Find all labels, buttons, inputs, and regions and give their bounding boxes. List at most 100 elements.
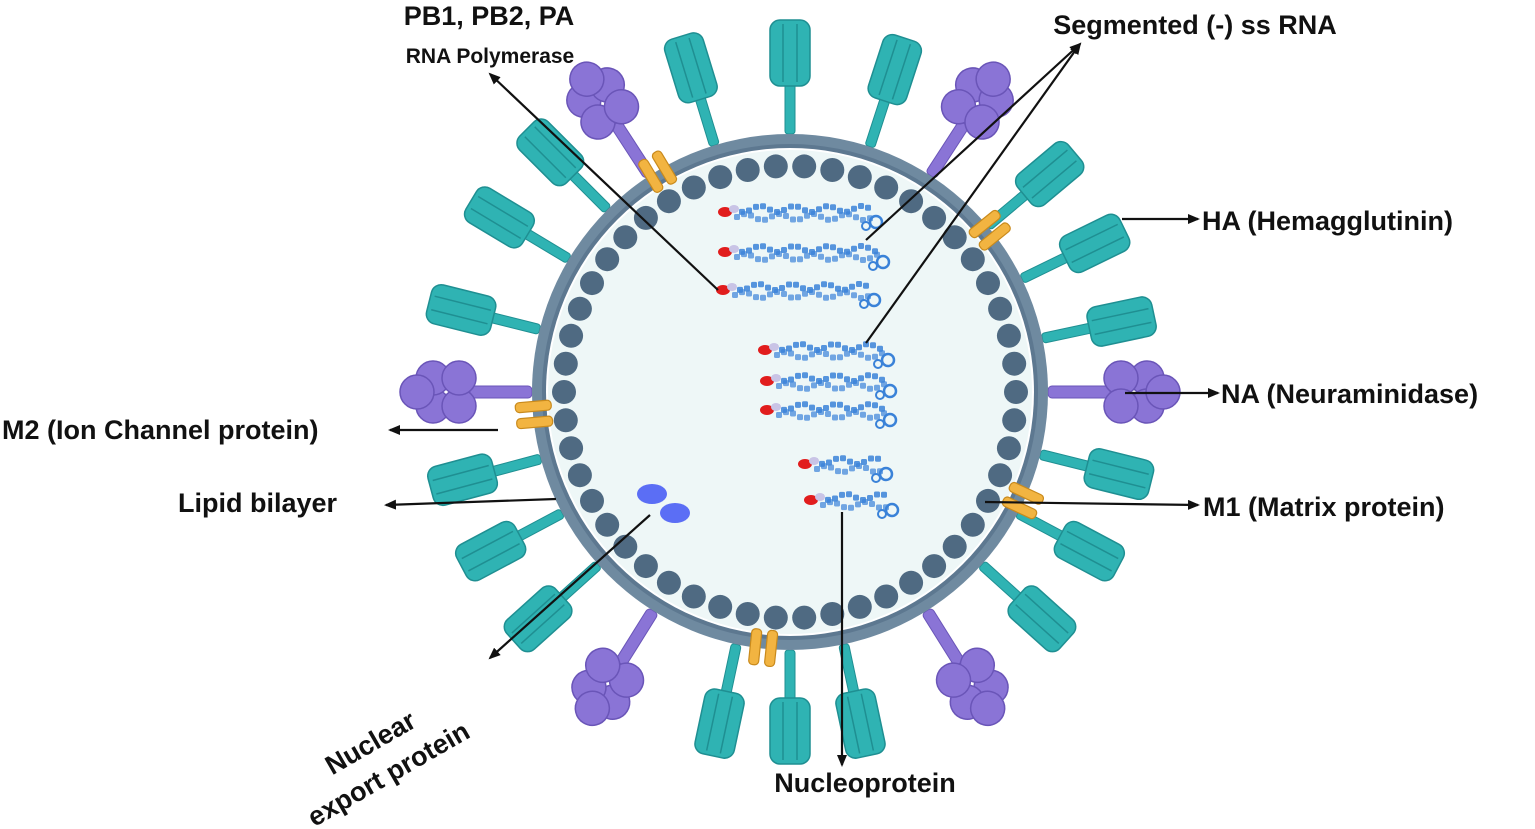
rnp-bead xyxy=(872,353,878,360)
matrix-bead xyxy=(874,584,899,609)
ha-spike xyxy=(769,19,811,135)
na-subunit xyxy=(569,61,605,97)
ha-spike xyxy=(985,140,1085,230)
ha-lobe-line xyxy=(1024,593,1069,634)
ha-lobe-line xyxy=(674,41,694,98)
rnp-loop xyxy=(875,419,885,429)
rnp-bead xyxy=(793,341,799,348)
rnp-bead xyxy=(774,289,780,295)
polymerase-title-label: PB1, PB2, PA xyxy=(404,1,575,31)
m2-subunit xyxy=(638,158,664,193)
ha-head xyxy=(426,453,499,507)
rnp-bead xyxy=(804,385,810,392)
m2-ion-channel xyxy=(638,150,678,193)
ha-head xyxy=(516,118,585,187)
rnp-bead xyxy=(776,251,782,257)
polymerase-dot xyxy=(804,495,818,505)
ha-lobe-line xyxy=(705,693,720,751)
ha-spike xyxy=(769,649,811,765)
na-stalk xyxy=(616,608,658,666)
ha-lobe-line xyxy=(1022,149,1068,188)
matrix-bead xyxy=(708,165,733,190)
polymerase-dot xyxy=(718,247,732,257)
matrix-bead xyxy=(874,175,899,200)
ha-lobe-line xyxy=(534,126,577,169)
rnp-bead xyxy=(830,244,836,251)
rnp-bead xyxy=(840,455,846,462)
na-subunit xyxy=(1103,388,1139,424)
rnp-bead xyxy=(790,410,796,417)
ha-spike xyxy=(835,643,886,759)
rnp-bead xyxy=(734,254,740,260)
na-tetramer xyxy=(1047,360,1181,424)
rnp-bead xyxy=(781,247,787,253)
ha-spike xyxy=(454,509,564,582)
ha-head xyxy=(1014,140,1085,208)
rnp-bead xyxy=(861,459,867,465)
ha-spike xyxy=(1039,447,1155,501)
rnp-bead xyxy=(816,206,822,213)
matrix-bead xyxy=(922,205,947,230)
m2-label: M2 (Ion Channel protein) xyxy=(2,415,319,445)
ha-stalk xyxy=(1020,252,1071,283)
rnp-bead xyxy=(863,465,869,471)
rnp-bead xyxy=(856,463,862,469)
rnp-loop xyxy=(882,383,898,399)
ha-spike xyxy=(694,643,745,759)
m2-subunit xyxy=(651,150,678,185)
rnp-bead xyxy=(746,207,752,214)
rnp-bead xyxy=(751,281,757,288)
matrix-bead xyxy=(847,165,872,190)
matrix-bead xyxy=(996,436,1021,461)
rnp-bead xyxy=(816,246,822,253)
matrix-bead xyxy=(552,380,576,404)
ha-lobe-line xyxy=(434,295,492,311)
rnp-bead xyxy=(846,410,852,417)
na-tetramer xyxy=(566,61,654,178)
rnp-bead xyxy=(783,380,789,387)
polymerase-cap xyxy=(771,374,781,382)
ha-spike xyxy=(463,186,571,263)
rnp-bead xyxy=(804,212,810,219)
rnp-bead xyxy=(783,213,789,219)
ha-spike xyxy=(663,32,720,147)
rnp-bead xyxy=(841,504,847,511)
rnp-bead xyxy=(800,285,806,292)
rnp-bead xyxy=(823,376,829,382)
polymerase-dot xyxy=(758,345,772,355)
rnp-bead xyxy=(760,294,766,301)
rnp-bead xyxy=(814,466,820,472)
rnp-bead xyxy=(741,211,747,218)
polymerase-dot xyxy=(760,376,774,386)
rnp-bead xyxy=(830,354,836,361)
rnp-bead xyxy=(781,349,787,356)
rnp-bead xyxy=(753,203,759,210)
rnp-loop xyxy=(882,412,898,428)
rnp-bead xyxy=(844,405,850,412)
rnp-bead xyxy=(832,255,838,262)
rnp-bead xyxy=(876,504,882,511)
na-subunit xyxy=(964,104,1000,140)
rnp-bead xyxy=(825,216,831,223)
matrix-bead xyxy=(820,158,845,182)
rnp-bead xyxy=(790,381,796,388)
rnp-bead xyxy=(837,354,843,361)
rnp-bead xyxy=(755,216,761,223)
rnp-bead xyxy=(828,464,834,471)
na-tetramer xyxy=(922,608,1009,727)
ha-stalk xyxy=(865,95,891,148)
rnp-bead xyxy=(776,412,782,418)
matrix-bead xyxy=(595,512,620,537)
matrix-bead xyxy=(899,570,924,595)
na-subunit xyxy=(441,360,477,396)
rnp-bead xyxy=(753,243,759,250)
rnp-loop xyxy=(875,254,891,270)
ha-lobe-line xyxy=(1060,543,1112,572)
na-stalk xyxy=(926,121,969,178)
nep-ellipse xyxy=(660,503,690,523)
rnp-bead xyxy=(802,207,808,214)
matrix-bead xyxy=(792,605,817,630)
matrix-bead xyxy=(763,605,788,630)
rnp-bead xyxy=(767,291,773,298)
rnp-bead xyxy=(769,213,775,220)
